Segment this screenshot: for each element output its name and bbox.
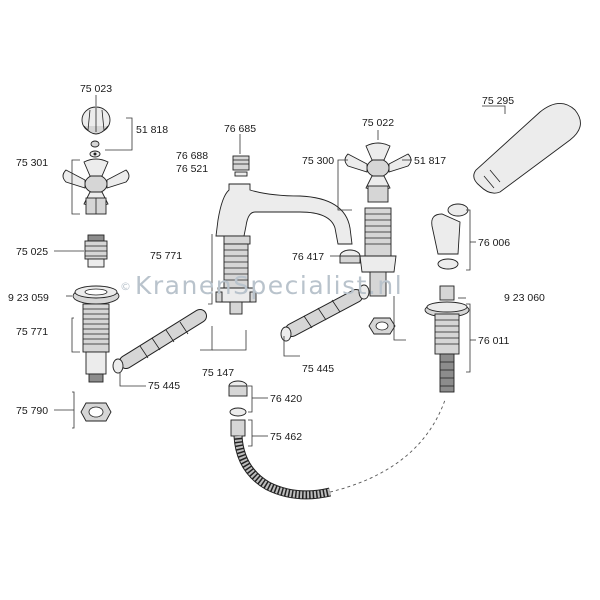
threaded-body-part [82,303,110,383]
part-label-76688: 76 688 [176,150,208,162]
screw-washer-part [89,140,101,158]
right-valve-assembly [339,142,412,335]
part-label-75462: 75 462 [270,431,302,443]
part-number-labels: 75 023 51 818 75 301 75 025 9 23 059 75 … [8,83,545,443]
part-label-75295: 75 295 [482,95,514,107]
shower-holder-part [431,213,461,255]
cross-handle-part [62,158,130,215]
part-label-75790: 75 790 [16,405,48,417]
hand-shower-head-part [473,103,581,194]
part-label-76521: 76 521 [176,163,208,175]
right-nut-part [368,317,396,335]
spout-threaded-body [215,243,257,315]
part-label-923059: 9 23 059 [8,292,49,304]
knob-cap-part [81,106,111,135]
part-label-75771-center: 75 771 [150,250,182,262]
watermark: © KranenSpecialist.nl [120,271,403,300]
right-body-part [359,207,397,297]
leader-lines [54,95,506,447]
part-label-75147: 75 147 [202,367,234,379]
spout-assembly [215,155,353,315]
part-label-75022: 75 022 [362,117,394,129]
part-label-76420: 76 420 [270,393,302,405]
spout-body-part [215,183,353,245]
cap-76417-part [339,249,361,264]
hand-shower-assembly [424,103,581,393]
shower-mount-part [424,285,470,393]
watermark-text: KranenSpecialist.nl [135,271,403,300]
part-label-923060: 9 23 060 [504,292,545,304]
part-label-51817: 51 817 [414,155,446,167]
watermark-symbol: © [120,280,131,293]
part-label-75445-right: 75 445 [302,363,334,375]
cartridge-part [84,234,108,268]
shower-hose-assembly [228,380,446,500]
part-label-75300: 75 300 [302,155,334,167]
left-valve-assembly [62,106,130,422]
aerator-part [232,155,250,177]
part-label-75771-left: 75 771 [16,326,48,338]
part-label-75025: 75 025 [16,246,48,258]
part-label-75445-left: 75 445 [148,380,180,392]
nut-part [80,402,112,422]
part-label-76011: 76 011 [478,335,509,347]
part-label-76006: 76 006 [478,237,510,249]
right-cross-handle-part [344,142,412,203]
connector-hose-left [112,309,207,374]
part-label-75301: 75 301 [16,157,48,169]
flange-part [72,285,120,305]
part-label-76417: 76 417 [292,251,324,263]
part-label-75023: 75 023 [80,83,112,95]
part-label-51818: 51 818 [136,124,168,136]
part-label-76685: 76 685 [224,123,256,135]
connector-hose-right [280,284,370,342]
